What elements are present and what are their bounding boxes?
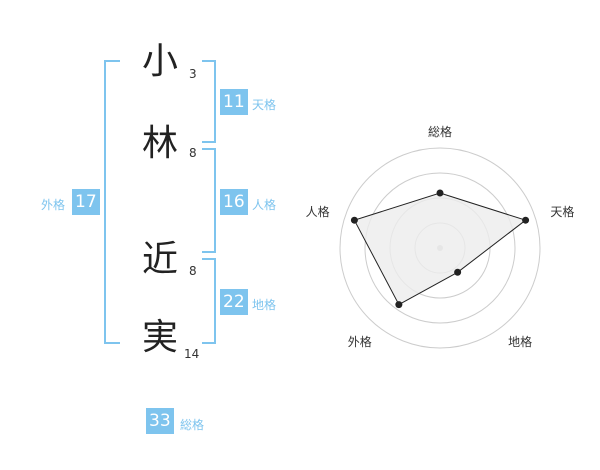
radar-point-5 — [350, 216, 358, 224]
radar-axis-label-5: 人格 — [306, 204, 330, 219]
ten-label: 天格 — [252, 98, 277, 112]
radar-axis-label-3: 地格 — [508, 334, 532, 349]
stroke-count-1: 3 — [189, 67, 197, 81]
jin-value-badge: 16 — [220, 189, 248, 215]
name-char-4: 実 — [142, 317, 179, 358]
stroke-count-4: 14 — [184, 347, 200, 361]
radar-point-3 — [454, 268, 462, 276]
name-char-1: 小 — [142, 41, 179, 82]
radar-axis-label-1: 総格 — [428, 124, 452, 139]
so-value-badge: 33 — [146, 408, 174, 434]
ten-bracket — [202, 60, 216, 143]
radar-axis-label-4: 外格 — [348, 334, 372, 349]
chi-label: 地格 — [252, 298, 277, 312]
name-char-3: 近 — [142, 239, 179, 280]
radar-point-4 — [395, 301, 403, 309]
ten-value-badge: 11 — [220, 89, 248, 115]
radar-point-2 — [522, 216, 530, 224]
outer-bracket — [104, 60, 120, 344]
radar-points — [350, 189, 530, 309]
jin-bracket — [202, 148, 216, 253]
radar-series-area — [353, 192, 527, 306]
so-label: 総格 — [180, 418, 205, 432]
radar-point-1 — [436, 189, 444, 197]
name-char-2: 林 — [142, 123, 179, 164]
radar-ring-4 — [339, 147, 541, 349]
jin-label: 人格 — [252, 198, 277, 212]
stroke-count-3: 8 — [189, 264, 197, 278]
radar-ring-3 — [364, 172, 516, 324]
gai-label: 外格 — [41, 198, 66, 212]
stroke-count-2: 8 — [189, 146, 197, 160]
gai-value-badge: 17 — [72, 189, 100, 215]
radar-axis-label-2: 天格 — [550, 204, 574, 219]
chi-bracket — [202, 258, 216, 344]
chi-value-badge: 22 — [220, 289, 248, 315]
